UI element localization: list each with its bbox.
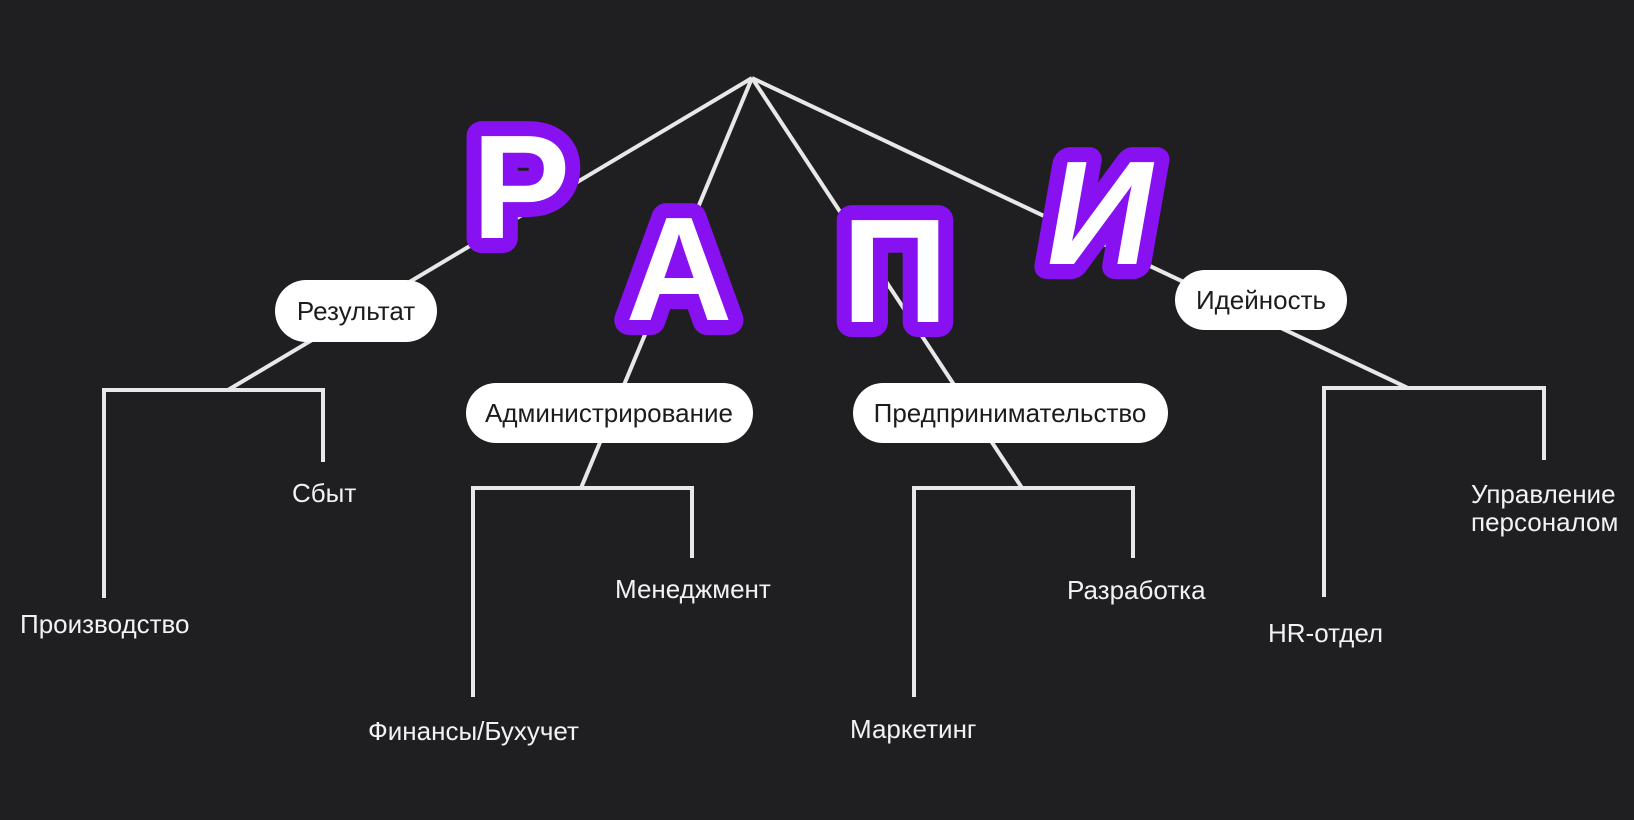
leaf-upravlenie-personalom[interactable]: Управление персоналом bbox=[1471, 479, 1618, 537]
big-letter-r[interactable]: Р bbox=[457, 90, 586, 285]
big-letter-i[interactable]: И bbox=[1019, 115, 1185, 311]
nodes-group: Результат Администрирование Предпринимат… bbox=[275, 270, 1347, 443]
leaf-marketing[interactable]: Маркетинг bbox=[850, 714, 976, 744]
connector-ideynost-diagonal bbox=[751, 76, 1409, 390]
bracket-ideynost bbox=[1322, 386, 1546, 597]
node-administrirovanie[interactable]: Администрирование bbox=[466, 383, 753, 443]
bracket-predprinimatelstvo bbox=[912, 486, 1135, 697]
leaf-hr-otdel[interactable]: HR-отдел bbox=[1268, 618, 1383, 648]
node-predprinimatelstvo-label: Предпринимательство bbox=[874, 398, 1147, 428]
leaf-labels-group: Производство Сбыт Финансы/Бухучет Менедж… bbox=[20, 478, 1618, 746]
leaf-upravlenie-personalom-line2: персоналом bbox=[1471, 507, 1618, 537]
node-predprinimatelstvo-shape[interactable] bbox=[853, 383, 1168, 443]
leaf-proizvodstvo[interactable]: Производство bbox=[20, 609, 190, 639]
node-administrirovanie-label: Администрирование bbox=[485, 398, 733, 428]
node-ideynost-shape[interactable] bbox=[1175, 270, 1347, 330]
node-administrirovanie-shape[interactable] bbox=[466, 383, 753, 443]
acronym-letters-group: Р А П И bbox=[457, 90, 1185, 369]
node-predprinimatelstvo[interactable]: Предпринимательство bbox=[853, 383, 1168, 443]
big-letter-p[interactable]: П bbox=[827, 174, 963, 369]
node-rezultat-shape[interactable] bbox=[275, 280, 437, 342]
bracket-administrirovanie bbox=[471, 486, 694, 697]
connectors-group bbox=[102, 76, 1546, 697]
leaf-finansy-buhuchet[interactable]: Финансы/Бухучет bbox=[368, 716, 579, 746]
node-ideynost-label: Идейность bbox=[1196, 285, 1326, 315]
leaf-upravlenie-personalom-line1: Управление bbox=[1471, 479, 1616, 509]
node-rezultat[interactable]: Результат bbox=[275, 280, 437, 342]
bracket-rezultat bbox=[102, 388, 325, 598]
leaf-menedzhment[interactable]: Менеджмент bbox=[615, 574, 771, 604]
leaf-razrabotka[interactable]: Разработка bbox=[1067, 575, 1206, 605]
node-rezultat-label: Результат bbox=[297, 296, 415, 326]
node-ideynost[interactable]: Идейность bbox=[1175, 270, 1347, 330]
big-letter-a[interactable]: А bbox=[611, 172, 748, 367]
leaf-sbyt[interactable]: Сбыт bbox=[292, 478, 356, 508]
